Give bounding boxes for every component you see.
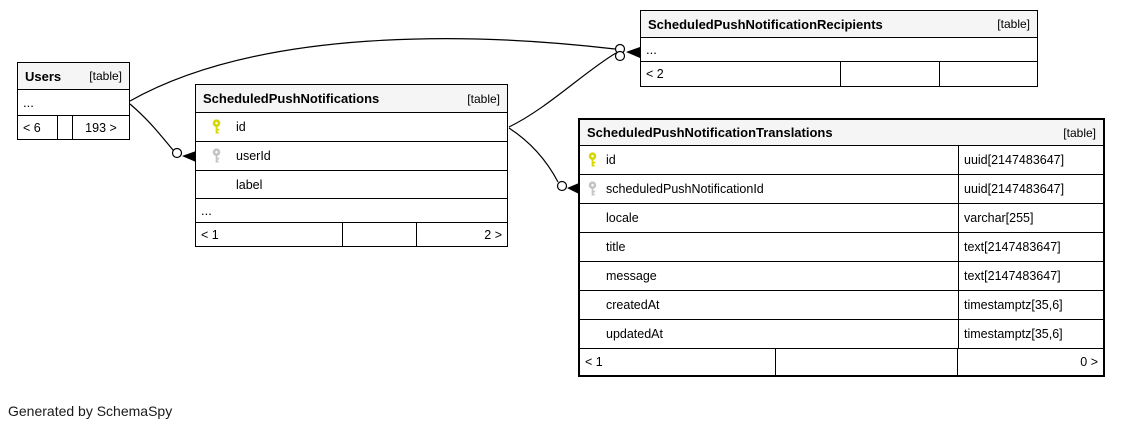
cardinality-circle xyxy=(614,50,626,62)
table-scheduled-push-notifications: ScheduledPushNotifications [table] id us… xyxy=(195,84,508,247)
hidden-columns-row: ... xyxy=(641,38,1037,62)
table-name: ScheduledPushNotificationRecipients xyxy=(648,16,883,32)
column-name: userId xyxy=(236,149,271,163)
column-row-userid: userId xyxy=(196,142,507,171)
foreign-key-icon xyxy=(584,181,600,197)
table-translations-header[interactable]: ScheduledPushNotificationTranslations [t… xyxy=(580,120,1103,146)
edge-spnid-to-recipients xyxy=(508,52,617,128)
edge-users-to-spn-userid xyxy=(129,103,174,151)
column-row-updatedat: updatedAt timestamptz[35,6] xyxy=(580,320,1103,349)
primary-key-icon xyxy=(196,119,236,135)
footer-in-degree: < 1 xyxy=(585,355,603,369)
cardinality-circle xyxy=(614,43,626,55)
column-row-title: title text[2147483647] xyxy=(580,233,1103,262)
generated-by-note: Generated by SchemaSpy xyxy=(8,403,173,419)
hidden-columns-row: ... xyxy=(196,199,507,223)
column-type: varchar[255] xyxy=(958,204,1103,232)
table-scheduled-push-notification-translations: ScheduledPushNotificationTranslations [t… xyxy=(578,118,1105,377)
column-row-message: message text[2147483647] xyxy=(580,262,1103,291)
footer-out-degree: 193 > xyxy=(72,116,129,139)
arrowhead xyxy=(182,151,196,162)
column-name: createdAt xyxy=(606,298,660,312)
footer-in-degree: < 6 xyxy=(23,120,41,135)
table-users-header[interactable]: Users [table] xyxy=(18,63,129,90)
hidden-columns-row: ... xyxy=(18,90,129,116)
table-tag: [table] xyxy=(997,17,1030,31)
footer-out-degree xyxy=(939,62,1037,86)
column-type: uuid[2147483647] xyxy=(958,146,1103,174)
column-name: message xyxy=(606,269,657,283)
column-row-createdat: createdAt timestamptz[35,6] xyxy=(580,291,1103,320)
table-name: Users xyxy=(25,68,62,84)
column-type: uuid[2147483647] xyxy=(958,175,1103,203)
column-type: text[2147483647] xyxy=(958,262,1103,290)
table-name: ScheduledPushNotifications xyxy=(203,91,380,106)
table-tag: [table] xyxy=(89,69,122,83)
cardinality-circle xyxy=(556,180,568,192)
column-name: title xyxy=(606,240,626,254)
footer-middle xyxy=(342,223,416,246)
table-users-footer: < 6 193 > xyxy=(18,116,129,139)
column-row-locale: locale varchar[255] xyxy=(580,204,1103,233)
column-row-id: id xyxy=(196,113,507,142)
column-type: timestamptz[35,6] xyxy=(958,291,1103,319)
footer-middle xyxy=(775,349,957,375)
column-name: updatedAt xyxy=(606,327,663,341)
footer-middle xyxy=(57,116,72,139)
column-name: locale xyxy=(606,211,639,225)
footer-in-degree: < 2 xyxy=(646,67,664,81)
column-name: scheduledPushNotificationId xyxy=(606,182,764,196)
table-tag: [table] xyxy=(467,91,500,106)
column-type: text[2147483647] xyxy=(958,233,1103,261)
table-recipients-header[interactable]: ScheduledPushNotificationRecipients [tab… xyxy=(641,11,1037,38)
table-users: Users [table] ... < 6 193 > xyxy=(17,62,130,140)
footer-out-degree: 2 > xyxy=(416,223,507,246)
table-tag: [table] xyxy=(1063,125,1096,140)
footer-in-degree: < 1 xyxy=(201,227,219,242)
table-scheduled-push-notification-recipients: ScheduledPushNotificationRecipients [tab… xyxy=(640,10,1038,87)
table-translations-footer: < 1 0 > xyxy=(580,349,1103,375)
column-name: id xyxy=(606,153,616,167)
primary-key-icon xyxy=(584,152,600,168)
column-name: label xyxy=(236,177,263,192)
column-row-id: id uuid[2147483647] xyxy=(580,146,1103,175)
cardinality-circle xyxy=(171,147,183,159)
arrowhead xyxy=(626,47,640,58)
footer-out-degree: 0 > xyxy=(957,349,1103,375)
foreign-key-icon xyxy=(196,148,236,164)
column-row-scheduledpushnotificationid: scheduledPushNotificationId uuid[2147483… xyxy=(580,175,1103,204)
table-recipients-footer: < 2 xyxy=(641,62,1037,86)
column-row-label: label xyxy=(196,171,507,199)
column-name: id xyxy=(236,120,246,134)
footer-middle xyxy=(840,62,939,86)
table-spn-header[interactable]: ScheduledPushNotifications [table] xyxy=(196,85,507,113)
edge-spnid-to-translations xyxy=(508,127,559,183)
table-spn-footer: < 1 2 > xyxy=(196,223,507,246)
table-name: ScheduledPushNotificationTranslations xyxy=(587,125,833,140)
column-type: timestamptz[35,6] xyxy=(958,320,1103,348)
